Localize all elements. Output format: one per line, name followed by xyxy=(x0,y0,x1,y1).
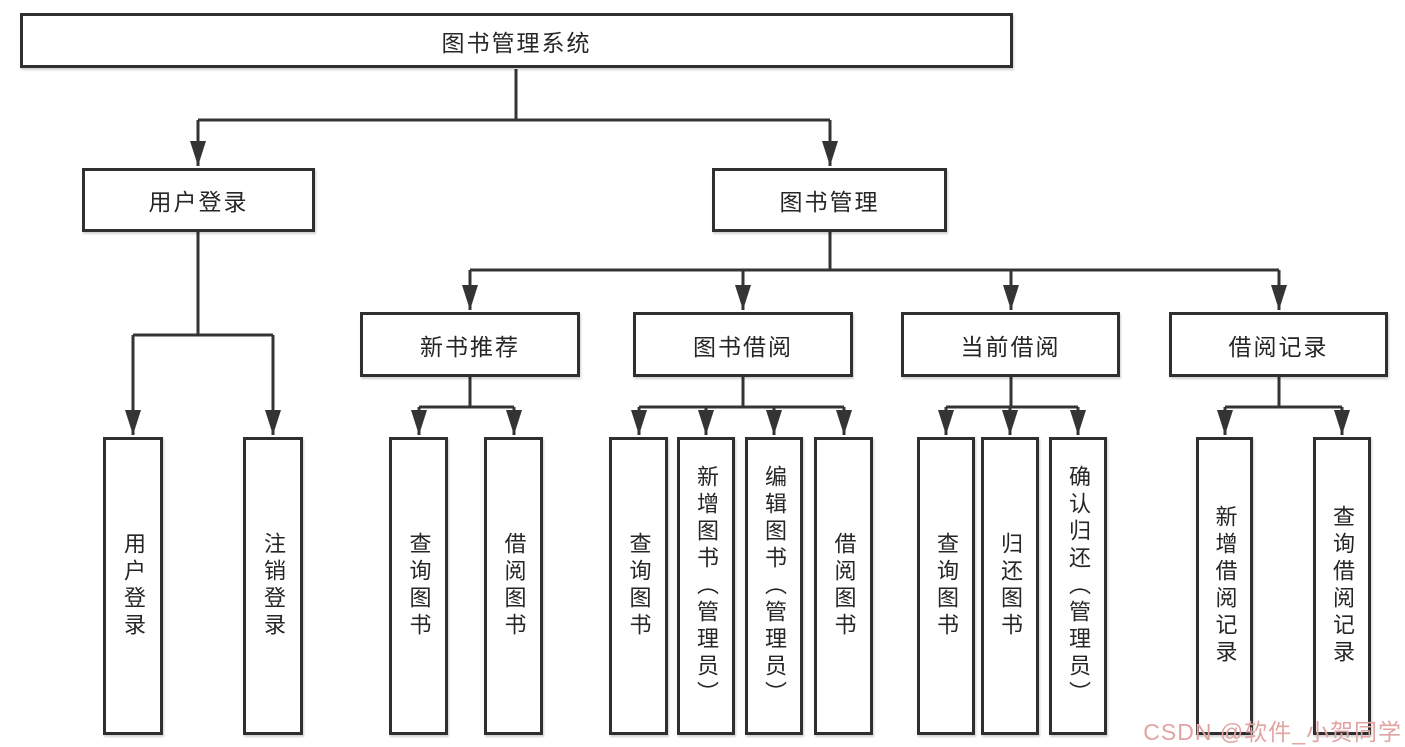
leaf-nb-query-book: 查询图书 xyxy=(389,437,448,735)
leaf-br-query-record: 查询借阅记录 xyxy=(1313,437,1371,735)
csdn-watermark: CSDN @软件_小贺同学 xyxy=(1143,719,1402,745)
edge-root-branches xyxy=(198,69,830,122)
node-book-mgmt: 图书管理 xyxy=(712,168,947,232)
leaf-bb-edit-book-admin: 编辑图书（管理员） xyxy=(745,437,803,735)
edge-new-book-branches xyxy=(419,377,514,409)
leaf-br-add-record: 新增借阅记录 xyxy=(1196,437,1253,735)
leaf-user-login: 用户登录 xyxy=(103,437,163,735)
node-book-borrow: 图书借阅 xyxy=(633,312,853,377)
leaf-bb-add-book-admin: 新增图书（管理员） xyxy=(677,437,735,735)
leaf-cb-return-book: 归还图书 xyxy=(981,437,1039,735)
leaf-cb-confirm-return-admin: 确认归还（管理员） xyxy=(1049,437,1107,735)
edge-borrow-records-branches xyxy=(1225,377,1342,409)
node-root: 图书管理系统 xyxy=(20,13,1013,68)
edge-book-borrow-branches xyxy=(639,377,844,409)
leaf-bb-borrow-book: 借阅图书 xyxy=(814,437,873,735)
leaf-bb-query-book: 查询图书 xyxy=(609,437,668,735)
node-borrow-records: 借阅记录 xyxy=(1169,312,1388,377)
node-user-login: 用户登录 xyxy=(82,168,315,232)
leaf-cb-query-book: 查询图书 xyxy=(917,437,975,735)
edge-current-borrow-branches xyxy=(946,377,1078,409)
leaf-nb-borrow-book: 借阅图书 xyxy=(484,437,543,735)
leaf-logout: 注销登录 xyxy=(243,437,303,735)
edge-book-mgmt-branches xyxy=(470,232,1279,272)
edge-user-login-branches xyxy=(133,232,273,337)
node-new-book-recommend: 新书推荐 xyxy=(360,312,580,377)
node-current-borrow: 当前借阅 xyxy=(901,312,1120,377)
